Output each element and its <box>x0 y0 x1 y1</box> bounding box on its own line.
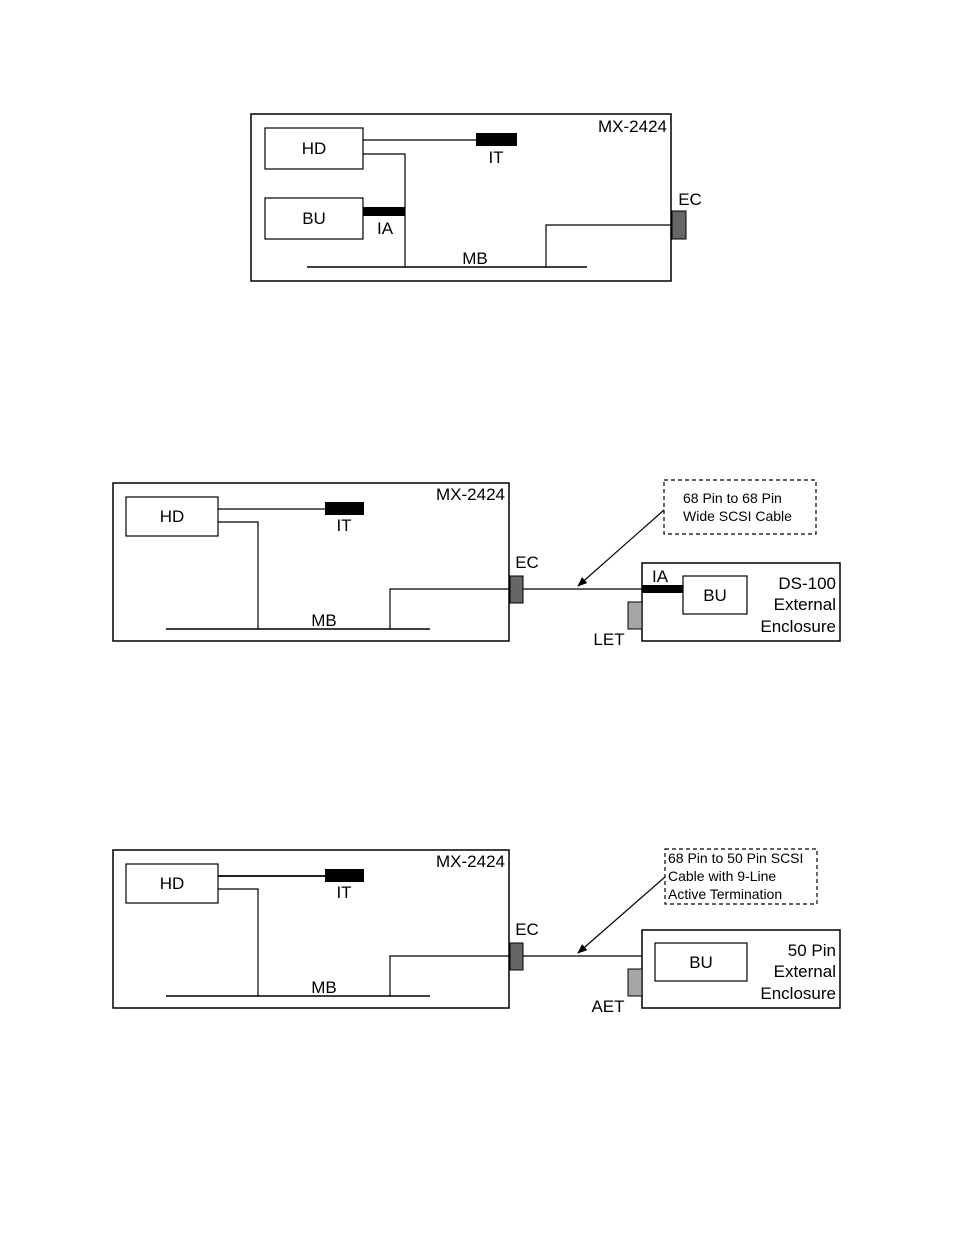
hd-bus-cable <box>218 522 258 629</box>
hd-bus-cable <box>218 889 258 996</box>
diagram-internal-backup: MX-2424 HD BU IT IA MB EC <box>251 114 702 281</box>
internal-terminator <box>325 869 364 882</box>
motherboard-label: MB <box>311 611 337 630</box>
external-terminator <box>628 602 642 629</box>
diagram-ds100-external: MX-2424 HD IT MB EC 68 Pin to 68 Pin Wid… <box>113 480 840 649</box>
internal-adapter-label: IA <box>652 567 669 586</box>
diagram-50pin-external: MX-2424 HD IT MB EC 68 Pin to 50 Pin SCS… <box>113 849 840 1016</box>
external-terminator <box>628 969 642 996</box>
external-connector-label: EC <box>515 553 539 572</box>
motherboard-label: MB <box>311 978 337 997</box>
enclosure-label-line-2: External <box>774 962 836 981</box>
enclosure-label-line-1: 50 Pin <box>788 941 836 960</box>
enclosure-label-line-2: External <box>774 595 836 614</box>
chassis-label: MX-2424 <box>598 117 667 136</box>
cable-note-line-1: 68 Pin to 68 Pin <box>683 490 782 506</box>
bus-to-ec-cable <box>390 589 510 629</box>
backup-drive-label: BU <box>703 586 727 605</box>
external-connector-label: EC <box>515 920 539 939</box>
internal-adapter <box>363 207 405 216</box>
external-connector <box>510 943 523 970</box>
chassis-label: MX-2424 <box>436 485 505 504</box>
external-connector-label: EC <box>678 190 702 209</box>
external-connector <box>510 576 523 603</box>
hard-drive-label: HD <box>160 874 185 893</box>
chassis-label: MX-2424 <box>436 852 505 871</box>
backup-drive-label: BU <box>302 209 326 228</box>
cable-note-line-2: Cable with 9-Line <box>668 868 776 884</box>
enclosure-label-line-3: Enclosure <box>760 617 836 636</box>
cable-note-line-3: Active Termination <box>668 886 782 902</box>
internal-adapter-label: IA <box>377 219 394 238</box>
cable-note-arrow <box>578 877 665 953</box>
external-terminator-label: LET <box>593 630 624 649</box>
cable-note-line-2: Wide SCSI Cable <box>683 508 792 524</box>
internal-terminator-label: IT <box>336 883 351 902</box>
cable-note-line-1: 68 Pin to 50 Pin SCSI <box>668 850 803 866</box>
hard-drive-label: HD <box>302 139 327 158</box>
motherboard-label: MB <box>462 249 488 268</box>
external-terminator-label: AET <box>591 997 624 1016</box>
enclosure-label-line-1: DS-100 <box>778 574 836 593</box>
bus-to-ec-cable <box>390 956 510 996</box>
external-connector <box>672 211 686 239</box>
cable-note-box <box>664 480 816 534</box>
enclosure-label-line-3: Enclosure <box>760 984 836 1003</box>
hard-drive-label: HD <box>160 507 185 526</box>
internal-terminator <box>325 502 364 515</box>
backup-drive-label: BU <box>689 953 713 972</box>
internal-terminator <box>476 133 517 146</box>
internal-adapter <box>642 585 683 593</box>
internal-terminator-label: IT <box>336 516 351 535</box>
internal-terminator-label: IT <box>488 148 503 167</box>
bus-to-ec-cable <box>546 225 672 267</box>
